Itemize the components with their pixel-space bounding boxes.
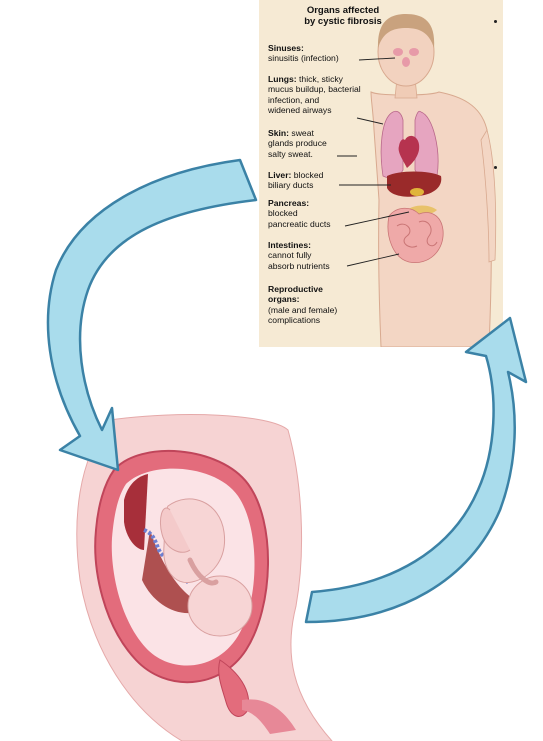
arrow-fetus-to-panel xyxy=(306,318,526,622)
arrow-panel-to-fetus xyxy=(48,160,256,470)
